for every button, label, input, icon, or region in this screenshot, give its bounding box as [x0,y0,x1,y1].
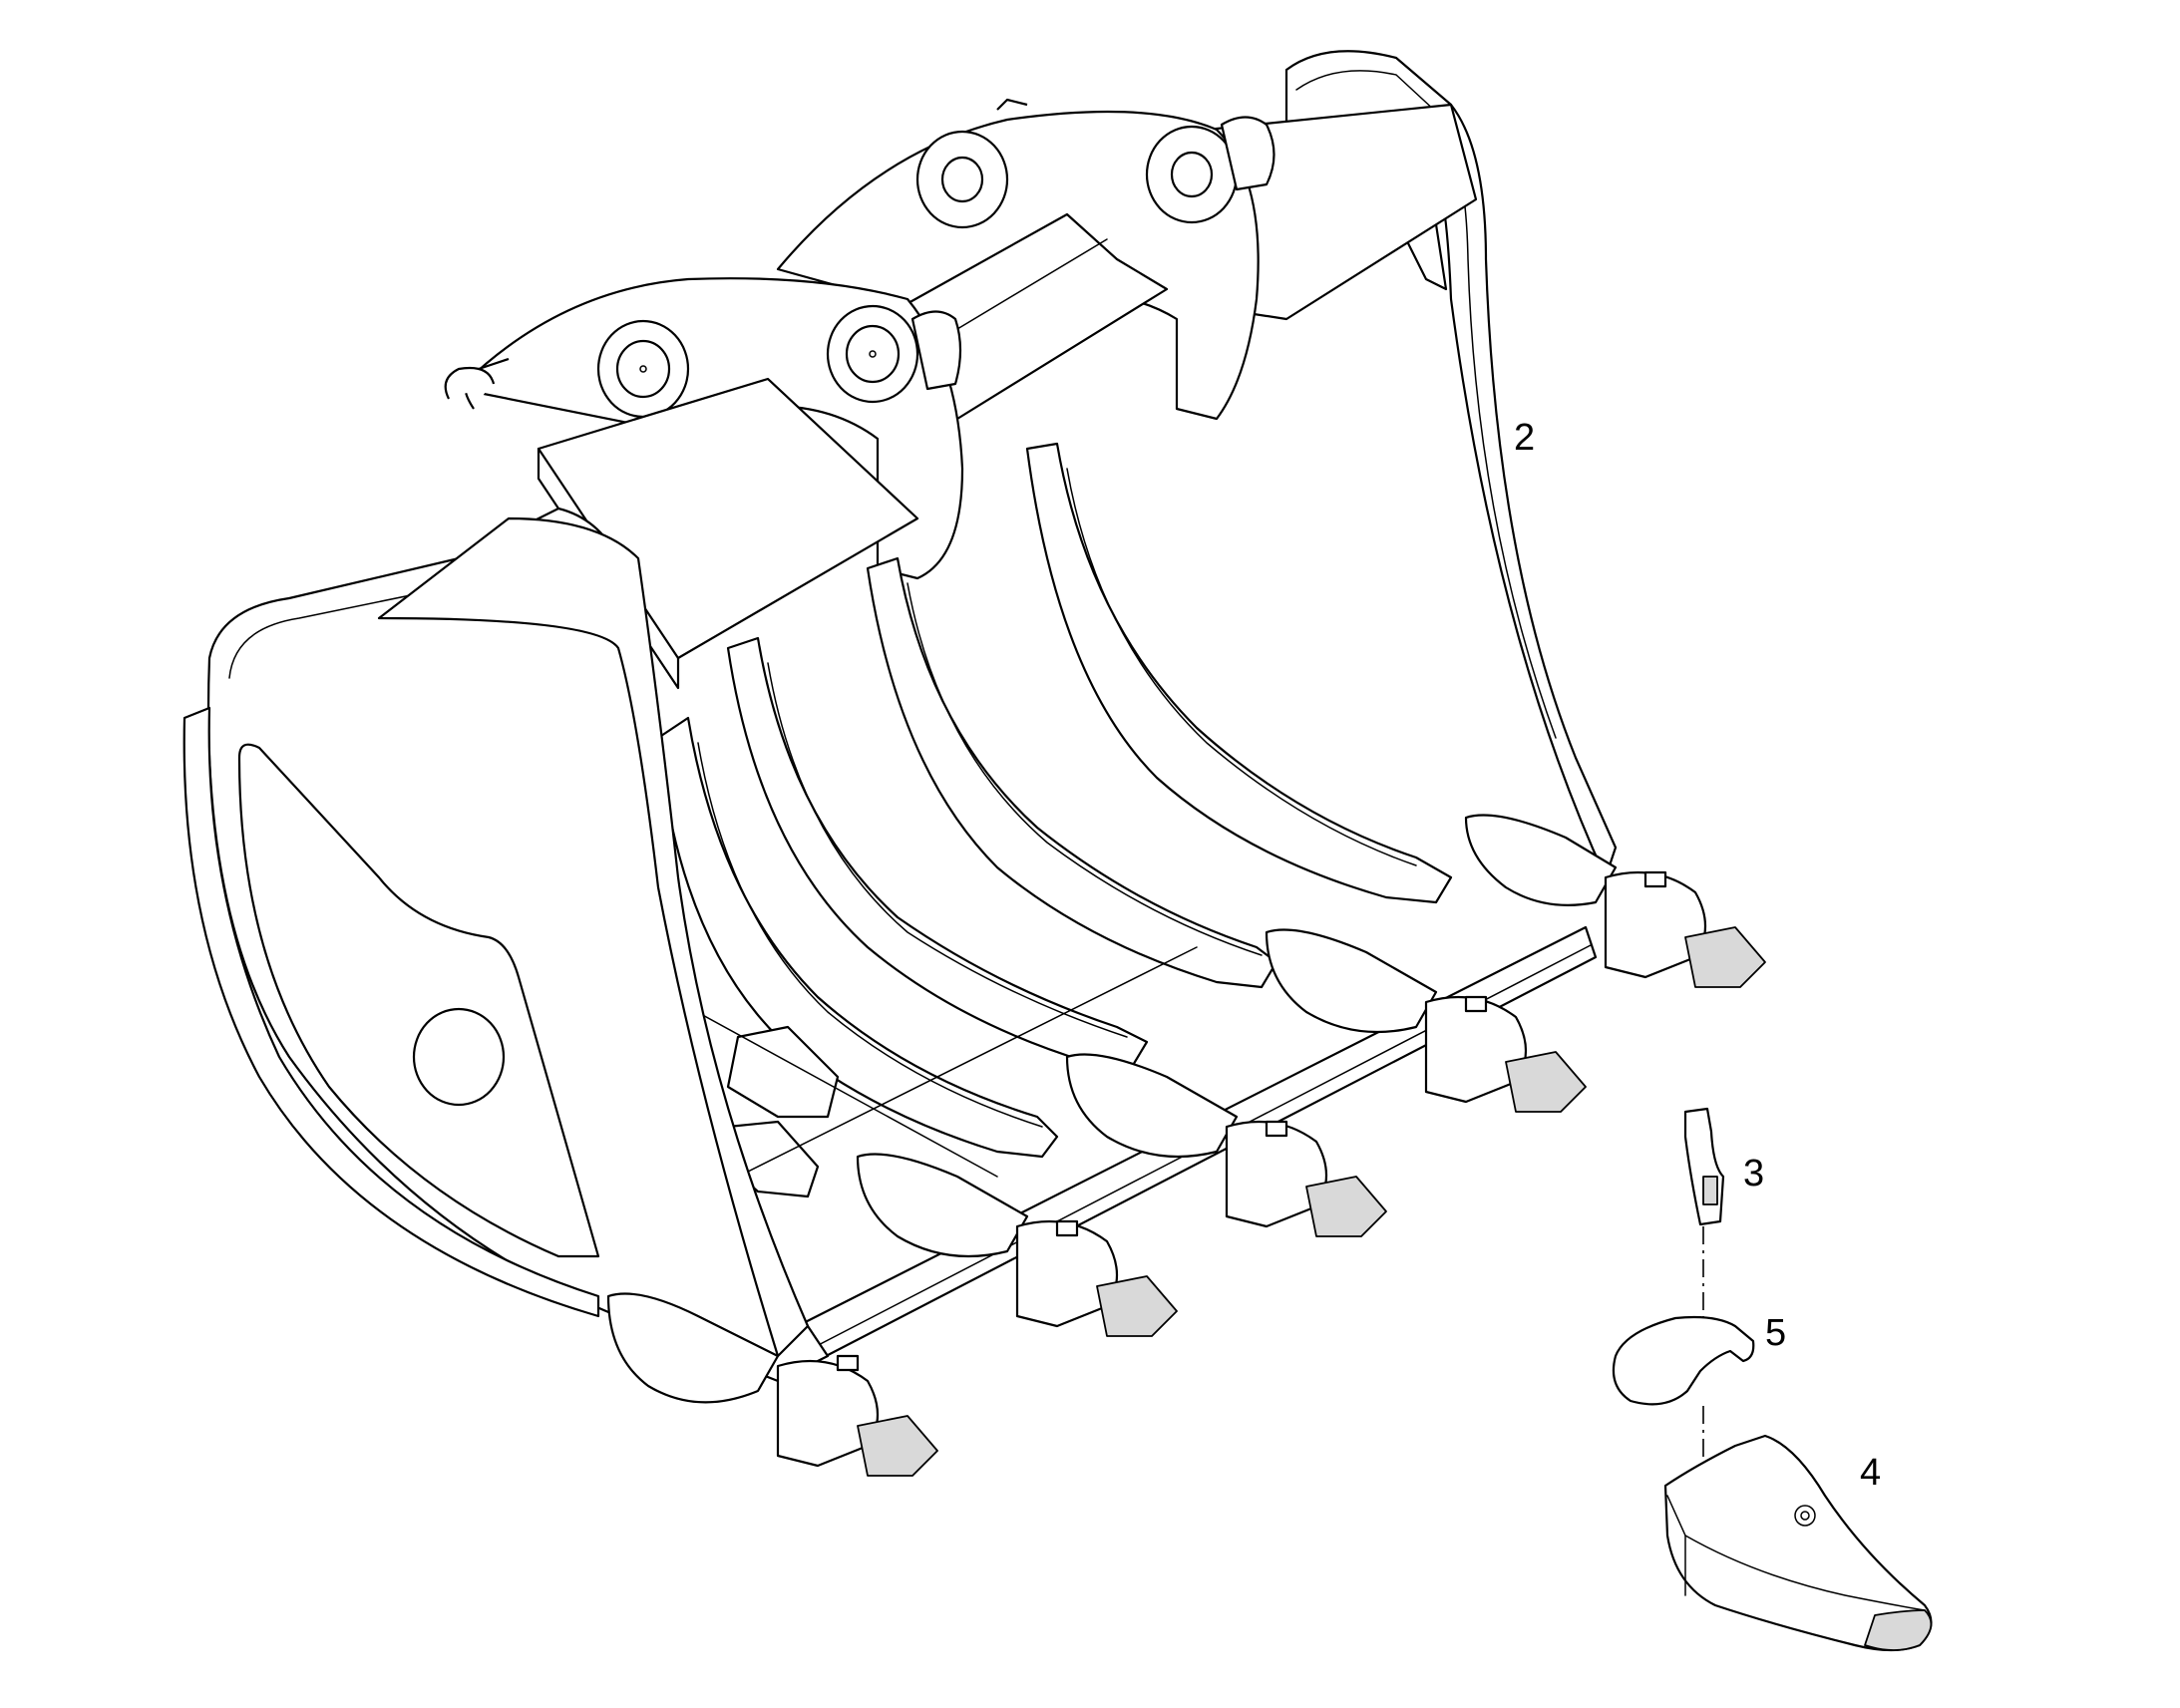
front-hinge-bracket [444,277,964,580]
part-3-pin [1683,1107,1725,1226]
callout-4: 4 [1860,1452,1882,1494]
rear-tines [866,442,1453,989]
callout-2: 2 [1514,417,1536,459]
part-4-tooth-tip [1663,1434,1933,1652]
tooth-5 [1464,814,1766,988]
tooth-4 [1265,928,1587,1113]
tooth-1 [606,1292,938,1477]
callout-3: 3 [1743,1153,1765,1195]
left-side-plate [182,507,830,1383]
tooth-3 [1065,1053,1387,1237]
part-5-retainer [1612,1315,1755,1406]
callout-5: 5 [1765,1312,1787,1354]
tooth-2 [856,1153,1178,1337]
